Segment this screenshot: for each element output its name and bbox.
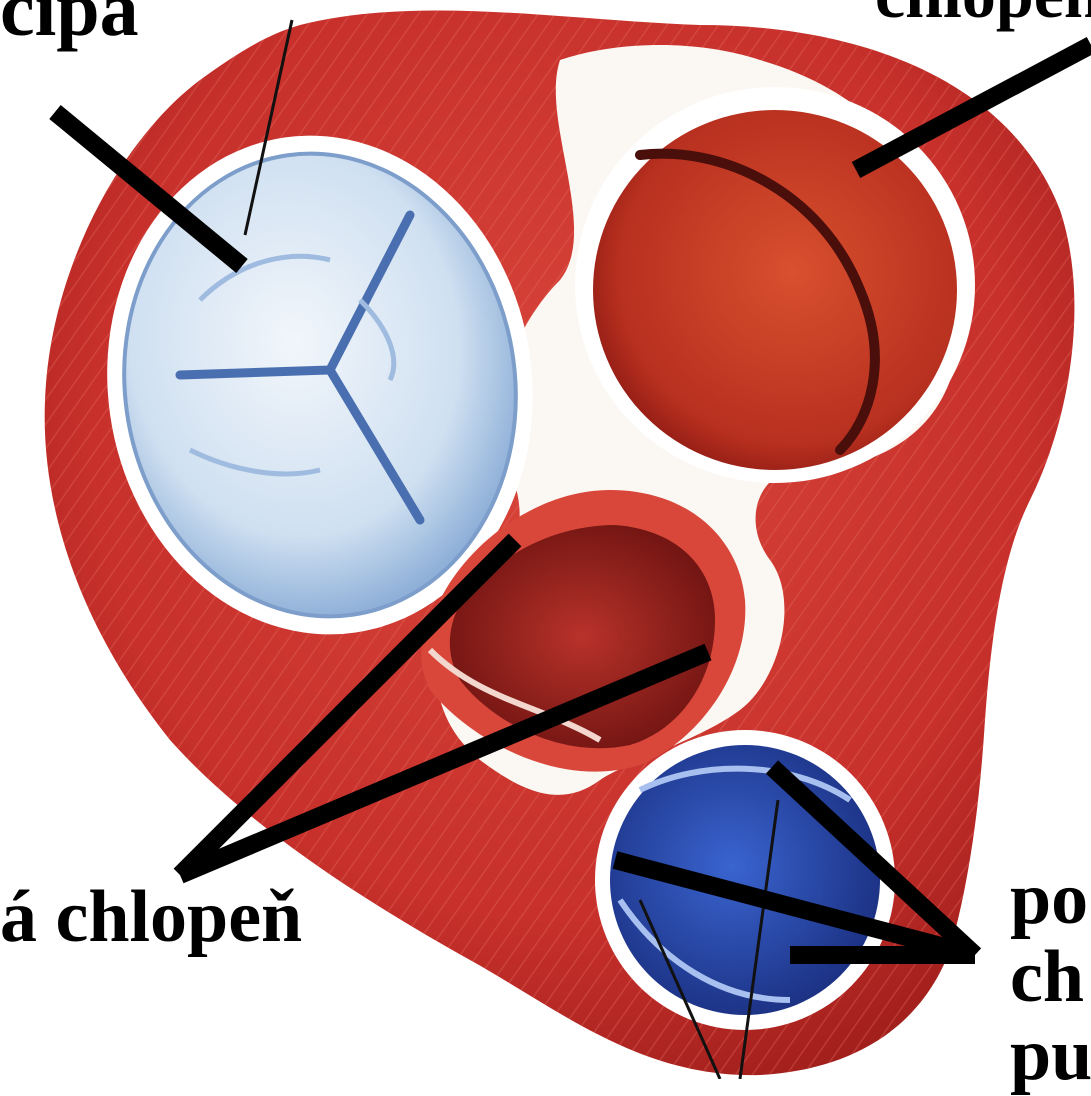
label-top-left: cípa (0, 0, 139, 48)
label-bottom-right-line3: pu (1010, 1018, 1091, 1092)
aortic-valve (593, 110, 957, 470)
label-bottom-right-line2: ch (1010, 940, 1084, 1014)
label-top-right: chlopeň (875, 0, 1091, 28)
label-bottom-left: á chlopeň (0, 880, 302, 954)
label-bottom-right-line1: po (1010, 862, 1088, 936)
